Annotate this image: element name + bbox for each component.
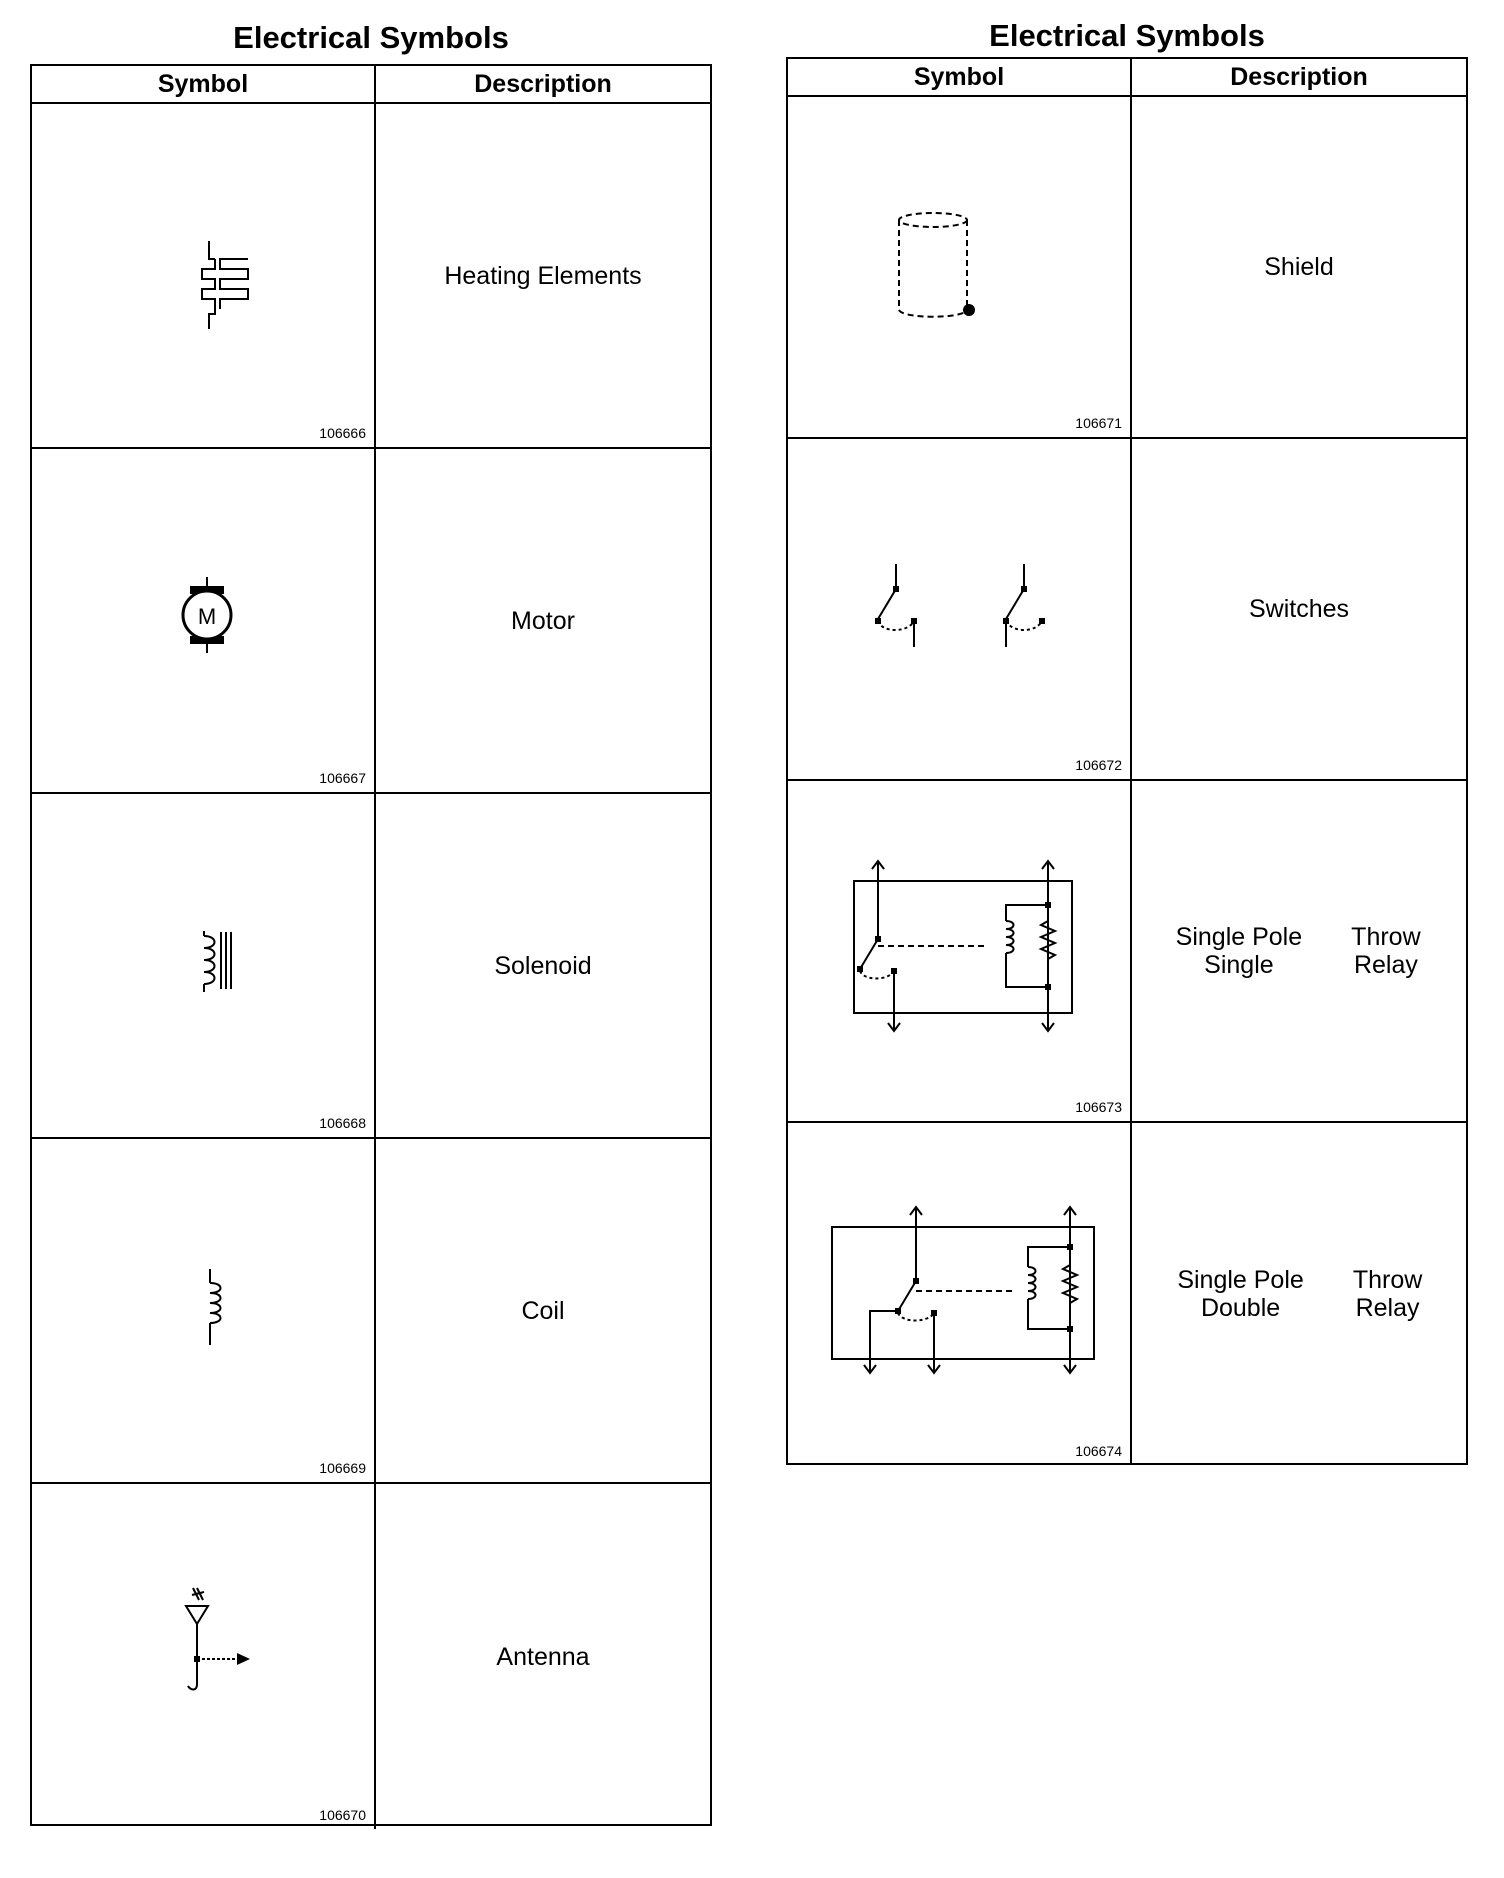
shield-icon bbox=[898, 212, 975, 318]
table-row: 106666 Heating Elements bbox=[32, 104, 710, 449]
table-row: 106670 Antenna bbox=[32, 1484, 710, 1829]
description-cell: Single Pole Single Throw Relay bbox=[1132, 781, 1466, 1121]
symbol-column-header: Symbol bbox=[32, 66, 376, 102]
figure-number: 106672 bbox=[1075, 757, 1122, 773]
figure-number: 106666 bbox=[319, 425, 366, 441]
description-cell: Motor bbox=[376, 449, 710, 792]
symbol-cell: 106668 bbox=[32, 794, 376, 1137]
figure-number: 106667 bbox=[319, 770, 366, 786]
description-text: Single Pole Single bbox=[1175, 923, 1303, 979]
table-row: 106671 Shield bbox=[788, 97, 1466, 439]
description-cell: Switches bbox=[1132, 439, 1466, 779]
figure-number: 106670 bbox=[319, 1807, 366, 1823]
description-cell: Antenna bbox=[376, 1484, 710, 1829]
figure-number: 106674 bbox=[1075, 1443, 1122, 1459]
table-row: 106674 Single Pole Double Throw Relay bbox=[788, 1123, 1466, 1465]
description-text: Heating Elements bbox=[444, 261, 642, 290]
description-text: Throw Relay bbox=[1352, 1266, 1423, 1322]
symbol-cell: 106666 bbox=[32, 104, 376, 447]
description-text: Throw Relay bbox=[1351, 923, 1421, 979]
description-column-header: Description bbox=[474, 69, 612, 98]
left-symbols-table: Symbol Description 106666 Heating Elemen… bbox=[30, 64, 712, 1829]
table-row: 106673 Single Pole Single Throw Relay bbox=[788, 781, 1466, 1123]
table-header: Symbol Description bbox=[788, 59, 1466, 97]
right-table-title: Electrical Symbols bbox=[989, 18, 1265, 53]
left-table-title: Electrical Symbols bbox=[233, 20, 509, 55]
description-text: Switches bbox=[1248, 595, 1350, 623]
description-text: Antenna bbox=[496, 1642, 590, 1671]
symbol-cell: 106672 bbox=[788, 439, 1132, 779]
description-text: Motor bbox=[511, 606, 575, 635]
description-text: Solenoid bbox=[494, 951, 592, 980]
coil-icon bbox=[209, 1269, 222, 1345]
table-header: Symbol Description bbox=[32, 66, 710, 104]
symbol-cell: 106673 bbox=[788, 781, 1132, 1121]
symbol-cell: 106671 bbox=[788, 97, 1132, 437]
symbol-cell: 106669 bbox=[32, 1139, 376, 1482]
spdt-relay-icon bbox=[831, 1205, 1095, 1375]
figure-number: 106669 bbox=[319, 1460, 366, 1476]
table-row: 106672 Switches bbox=[788, 439, 1466, 781]
motor-label: M bbox=[198, 604, 216, 629]
description-cell: Shield bbox=[1132, 97, 1466, 437]
spst-relay-icon bbox=[853, 859, 1073, 1033]
antenna-icon bbox=[184, 1587, 250, 1691]
switches-icon bbox=[875, 564, 1045, 647]
description-cell: Solenoid bbox=[376, 794, 710, 1137]
description-text: Shield bbox=[1264, 253, 1334, 281]
table-row: 106669 Coil bbox=[32, 1139, 710, 1484]
description-cell: Single Pole Double Throw Relay bbox=[1132, 1123, 1466, 1465]
description-cell: Coil bbox=[376, 1139, 710, 1482]
heating-element-icon bbox=[201, 241, 249, 329]
symbol-column-header: Symbol bbox=[788, 59, 1132, 95]
description-column-header: Description bbox=[1230, 62, 1368, 91]
motor-icon: M bbox=[181, 577, 233, 653]
figure-number: 106673 bbox=[1075, 1099, 1122, 1115]
description-text: Coil bbox=[521, 1296, 565, 1325]
solenoid-icon bbox=[203, 931, 232, 992]
figure-number: 106668 bbox=[319, 1115, 366, 1131]
table-row: M 106667 Motor bbox=[32, 449, 710, 794]
table-row: 106668 Solenoid bbox=[32, 794, 710, 1139]
figure-number: 106671 bbox=[1075, 415, 1122, 431]
description-text: Single Pole Double bbox=[1177, 1266, 1304, 1322]
description-cell: Heating Elements bbox=[376, 104, 710, 447]
right-symbols-table: Symbol Description 106671 Shield bbox=[786, 57, 1468, 1465]
symbol-cell: 106670 bbox=[32, 1484, 376, 1829]
symbol-cell: 106674 bbox=[788, 1123, 1132, 1465]
symbol-cell: M 106667 bbox=[32, 449, 376, 792]
